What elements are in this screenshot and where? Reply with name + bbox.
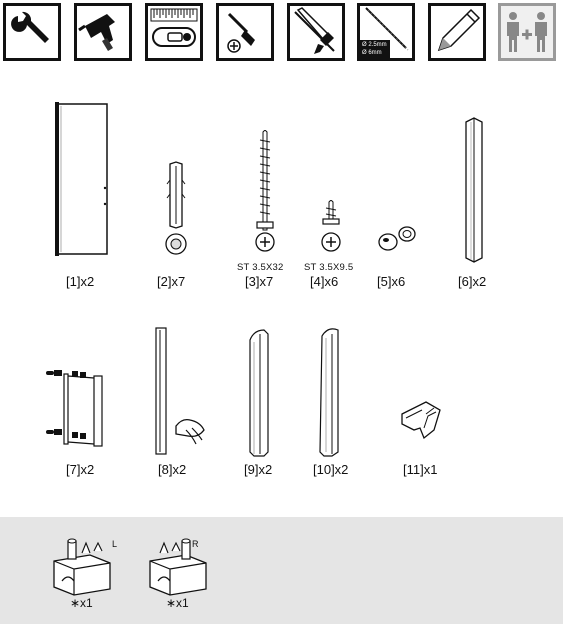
part-6-label: [6]x2	[458, 274, 487, 289]
part-4-spec: ST 3.5X9.5	[304, 262, 354, 273]
spare-parts-panel: L ∗x1 R ∗x1	[0, 517, 563, 624]
part-9-label: [9]x2	[244, 462, 273, 477]
part-8-label: [8]x2	[158, 462, 187, 477]
drill-bit-size-large: Ø 6mm	[362, 50, 382, 56]
power-drill-icon	[78, 14, 115, 51]
part-3-spec: ST 3.5X32	[237, 262, 284, 273]
wrench-icon	[11, 11, 49, 43]
tool-caulking-gun	[287, 3, 345, 61]
tool-pencil	[428, 3, 486, 61]
part-2-label: [2]x7	[157, 274, 186, 289]
part-1-label: [1]x2	[66, 274, 95, 289]
tool-two-people	[498, 3, 556, 61]
caulking-gun-icon	[294, 7, 335, 54]
part-7-label: [7]x2	[66, 462, 95, 477]
two-people-icon	[501, 6, 553, 58]
spare-block-right-count: ∗x1	[166, 596, 189, 610]
part-4-label: [4]x6	[310, 274, 339, 289]
tool-tape-measure	[145, 3, 203, 61]
part-5-label: [5]x6	[377, 274, 406, 289]
screwdriver-icon	[227, 12, 255, 53]
tool-screwdriver	[216, 3, 274, 61]
tool-drill-bits: Ø 2.5mm Ø 6mm	[357, 3, 415, 61]
drill-bit-icon	[360, 7, 409, 58]
spare-block-left-side: L	[112, 539, 118, 549]
drill-bit-size-small: Ø 2.5mm	[362, 42, 387, 48]
pencil-icon	[437, 8, 481, 52]
part-10-label: [10]x2	[313, 462, 349, 477]
part-11-label: [11]x1	[403, 462, 438, 477]
tool-power-drill	[74, 3, 132, 61]
spare-block-left-count: ∗x1	[70, 596, 93, 610]
spare-block-right-side: R	[192, 539, 199, 549]
tool-wrench	[3, 3, 61, 61]
part-3-label: [3]x7	[245, 274, 274, 289]
tape-measure-icon	[150, 8, 198, 47]
